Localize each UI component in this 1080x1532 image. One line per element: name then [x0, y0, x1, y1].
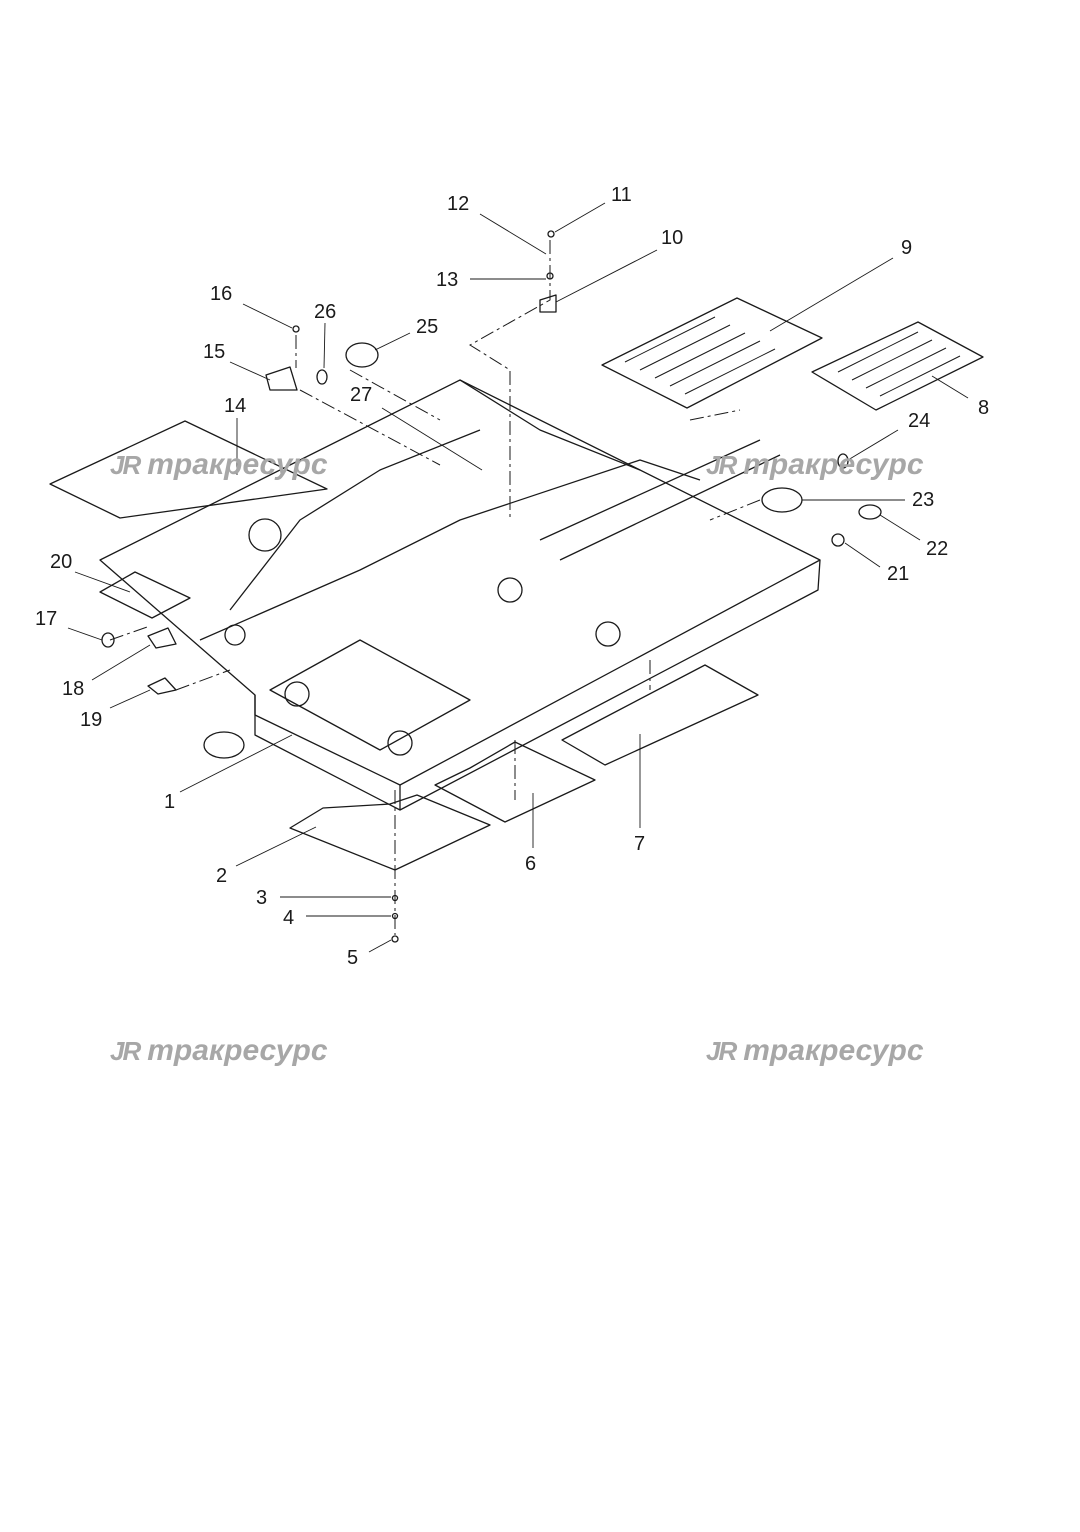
- grating-slots-8: [837, 331, 961, 397]
- leader-27: [381, 407, 483, 471]
- leader-5: [368, 939, 392, 953]
- bracket-10: [539, 294, 557, 313]
- watermark-logo: JR: [706, 1036, 737, 1066]
- callout-10: 10: [661, 227, 683, 249]
- leader-16: [242, 303, 293, 329]
- bracket-15: [265, 366, 298, 391]
- callout-20: 20: [50, 551, 72, 573]
- leader-11: [554, 202, 606, 233]
- grommet-24: [837, 453, 849, 469]
- callout-8: 8: [978, 397, 989, 419]
- callout-13: 13: [436, 269, 458, 291]
- leader-2: [235, 826, 317, 867]
- callout-2: 2: [216, 865, 227, 887]
- leader-22: [879, 514, 921, 541]
- callout-19: 19: [80, 709, 102, 731]
- grommet-21: [831, 533, 845, 547]
- leader-12: [479, 213, 547, 255]
- callout-4: 4: [283, 907, 294, 929]
- bolt-16: [292, 325, 300, 333]
- bottom-cover-6: [434, 741, 596, 823]
- callout-17: 17: [35, 608, 57, 630]
- watermark-logo: JR: [110, 1036, 141, 1066]
- assembly-dash-lines: [109, 240, 761, 935]
- callout-27: 27: [350, 384, 372, 406]
- leader-19: [109, 689, 151, 709]
- grommet-lower: [203, 731, 245, 759]
- leader-21: [844, 542, 881, 568]
- watermark-logo: JR: [110, 450, 141, 480]
- callout-12: 12: [447, 193, 469, 215]
- callout-22: 22: [926, 538, 948, 560]
- callout-3: 3: [256, 887, 267, 909]
- grommet-26: [316, 369, 328, 385]
- grommet-22: [858, 504, 882, 520]
- callout-18: 18: [62, 678, 84, 700]
- cover-plate-14: [49, 420, 328, 519]
- leader-1: [179, 734, 293, 793]
- leader-10: [555, 249, 658, 303]
- bottom-cover-7: [561, 664, 759, 766]
- callout-1: 1: [164, 791, 175, 813]
- callout-11: 11: [611, 184, 632, 206]
- plate-18: [147, 627, 177, 649]
- grating-slots-9: [624, 316, 776, 395]
- callout-16: 16: [210, 283, 232, 305]
- callout-24: 24: [908, 410, 930, 432]
- leader-24: [847, 429, 899, 461]
- watermark-text: тракресурс: [743, 448, 924, 481]
- callout-25: 25: [416, 316, 438, 338]
- grommet-17: [101, 632, 115, 648]
- grommet-25: [345, 342, 379, 368]
- plate-19: [147, 677, 177, 695]
- watermark-text: тракресурс: [743, 1034, 924, 1067]
- callout-23: 23: [912, 489, 934, 511]
- leader-15: [229, 361, 271, 381]
- bolt-11: [547, 230, 555, 238]
- callout-7: 7: [634, 833, 645, 855]
- callout-21: 21: [887, 563, 909, 585]
- leader-26: [323, 322, 326, 369]
- leader-25: [374, 332, 411, 351]
- grommet-23: [761, 487, 803, 513]
- watermark-text: тракресурс: [147, 1034, 328, 1067]
- watermark-logo: JR: [706, 450, 737, 480]
- callout-9: 9: [901, 237, 912, 259]
- callout-26: 26: [314, 301, 336, 323]
- leader-18: [91, 644, 151, 681]
- callout-labels: 1 2 3 4 5 6 7 8 9 10 11 12 13 14 15 16 1…: [35, 184, 989, 969]
- step-plate-20: [99, 571, 191, 619]
- callout-5: 5: [347, 947, 358, 969]
- watermark-text: тракресурс: [147, 448, 328, 481]
- grating-panel-8: [811, 321, 984, 411]
- bolt-5: [391, 935, 399, 943]
- leader-20: [74, 571, 131, 593]
- leader-17: [67, 627, 103, 641]
- callout-6: 6: [525, 853, 536, 875]
- callout-leaders: [67, 202, 969, 953]
- main-frame-1: [99, 379, 821, 811]
- grating-panel-9: [601, 297, 823, 409]
- bottom-cover-2: [289, 794, 491, 871]
- callout-14: 14: [224, 395, 246, 417]
- leader-9: [769, 257, 894, 332]
- leader-8: [931, 375, 969, 399]
- callout-15: 15: [203, 341, 225, 363]
